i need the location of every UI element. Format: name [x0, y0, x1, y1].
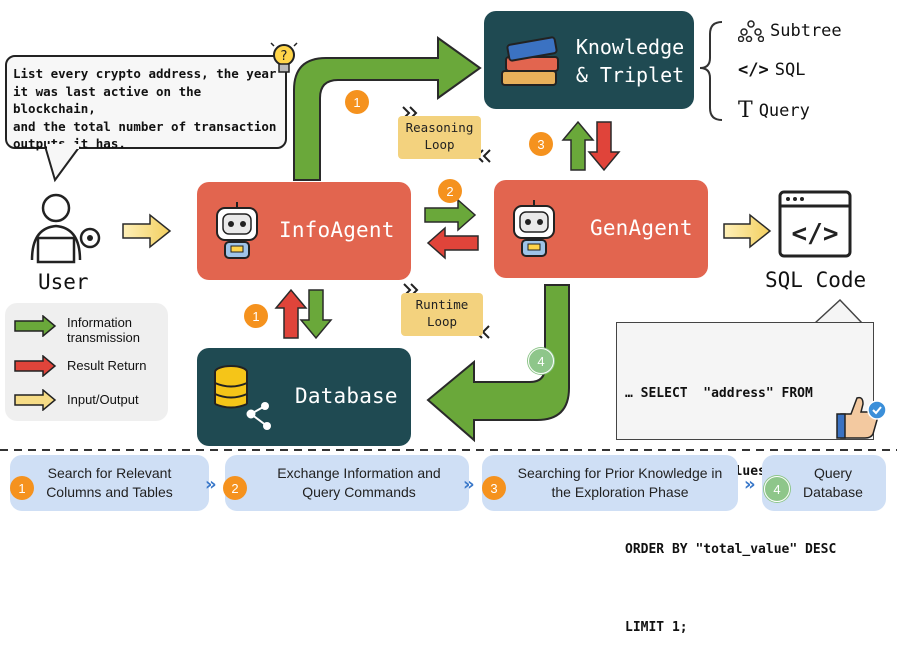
text-t-icon: T — [738, 98, 753, 123]
step-3-badge: 3 — [482, 476, 506, 500]
knowledge-item-label: SQL — [774, 60, 806, 80]
step-badge-4: 4 — [528, 348, 554, 374]
infoagent-node[interactable]: InfoAgent — [197, 182, 411, 280]
knowledge-label-line2: & Triplet — [575, 63, 685, 87]
bubble-tail-joint — [47, 144, 79, 149]
step-separator-icon: » — [463, 474, 475, 495]
database-to-info-arrow — [274, 288, 308, 339]
knowledge-item-label: Subtree — [770, 21, 842, 41]
reasoning-loop-line1: Reasoning — [405, 120, 474, 135]
robot-icon — [216, 202, 258, 259]
info-to-gen-arrow — [424, 198, 477, 232]
info-to-knowledge-arrow — [293, 36, 482, 181]
step-1-badge: 1 — [10, 476, 34, 500]
step-badge-3: 3 — [529, 132, 553, 156]
step-separator-icon: » — [744, 474, 756, 495]
genagent-label: GenAgent — [590, 216, 693, 240]
step-badge-2: 2 — [438, 179, 462, 203]
bubble-tail — [44, 145, 81, 183]
runtime-loop-label: Runtime Loop — [401, 293, 483, 336]
user-input-arrow — [122, 213, 172, 249]
gen-to-knowledge-arrow — [561, 120, 595, 171]
step-4-badge: 4 — [764, 476, 790, 502]
robot-icon — [513, 200, 555, 257]
user-laptop-icon — [30, 193, 101, 264]
green-arrow-icon — [14, 314, 57, 338]
step-text: Searching for Prior Knowledge in the Exp… — [517, 465, 723, 500]
code-brackets-icon: </> — [738, 60, 769, 80]
question-line: it was last active on the blockchain, — [13, 83, 202, 117]
step-badge-1: 1 — [345, 90, 369, 114]
sql-line: LIMIT 1; — [625, 620, 688, 635]
code-window-icon: </> — [778, 190, 852, 258]
step-text: Exchange Information and Query Commands — [277, 465, 441, 500]
step-1-pill: Search for Relevant Columns and Tables — [10, 455, 209, 511]
database-node[interactable]: Database — [197, 348, 411, 446]
books-icon — [501, 36, 559, 86]
step-text: Search for Relevant Columns and Tables — [46, 465, 173, 500]
sql-box-pointer — [814, 298, 863, 324]
knowledge-node[interactable]: Knowledge & Triplet — [484, 11, 694, 109]
step-2-badge: 2 — [223, 476, 247, 500]
sql-line: … SELECT "address" FROM — [625, 386, 813, 401]
legend: Information transmission Result Return I… — [5, 303, 168, 421]
info-to-database-arrow — [299, 289, 333, 340]
legend-io-item: Input/Output — [13, 388, 139, 414]
question-line: and the total number of transaction — [13, 118, 277, 134]
legend-io-label: Input/Output — [67, 392, 139, 407]
step-badge-1-db: 1 — [244, 304, 268, 328]
svg-text:?: ? — [281, 49, 288, 64]
database-stack-icon — [214, 365, 271, 430]
tree-icon — [738, 20, 764, 42]
question-line: outputs it has. — [13, 136, 126, 151]
knowledge-item-sql: </> SQL — [738, 60, 805, 80]
runtime-loop-line2: Loop — [426, 314, 458, 329]
step-3-pill: Searching for Prior Knowledge in the Exp… — [482, 455, 738, 511]
knowledge-item-label: Query — [758, 100, 810, 121]
yellow-arrow-icon — [14, 388, 57, 412]
lightbulb-icon: ? — [270, 42, 298, 73]
step-separator-icon: » — [205, 474, 217, 495]
question-line: List every crypto address, the year — [13, 66, 277, 81]
knowledge-brace — [699, 21, 723, 121]
svg-text:</>: </> — [792, 219, 839, 249]
question-bubble: List every crypto address, the year it w… — [5, 55, 287, 151]
reasoning-loop-label: Reasoning Loop — [398, 116, 481, 159]
infoagent-label: InfoAgent — [279, 218, 395, 242]
legend-info-item: Information transmission — [13, 314, 140, 345]
reasoning-loop-line2: Loop — [424, 137, 455, 152]
knowledge-item-subtree: Subtree — [738, 20, 842, 42]
legend-info-label: Information transmission — [67, 315, 140, 345]
user-label: User — [38, 270, 89, 294]
red-arrow-icon — [14, 354, 57, 378]
genagent-node[interactable]: GenAgent — [494, 180, 708, 278]
knowledge-label-line1: Knowledge — [575, 35, 685, 59]
knowledge-item-query: T Query — [738, 98, 810, 123]
sql-output-arrow — [723, 213, 772, 249]
thumbs-up-icon — [836, 396, 887, 439]
database-label: Database — [295, 384, 398, 408]
sql-line: ORDER BY "total_value" DESC — [625, 542, 837, 557]
legend-result-label: Result Return — [67, 358, 147, 373]
step-2-pill: Exchange Information and Query Commands — [225, 455, 469, 511]
step-text: Query Database — [803, 465, 863, 500]
runtime-loop-line1: Runtime — [415, 297, 469, 312]
sql-code-label: SQL Code — [765, 268, 867, 292]
legend-result-item: Result Return — [13, 354, 146, 380]
gen-to-info-arrow — [426, 226, 479, 260]
knowledge-to-gen-arrow — [587, 121, 621, 172]
